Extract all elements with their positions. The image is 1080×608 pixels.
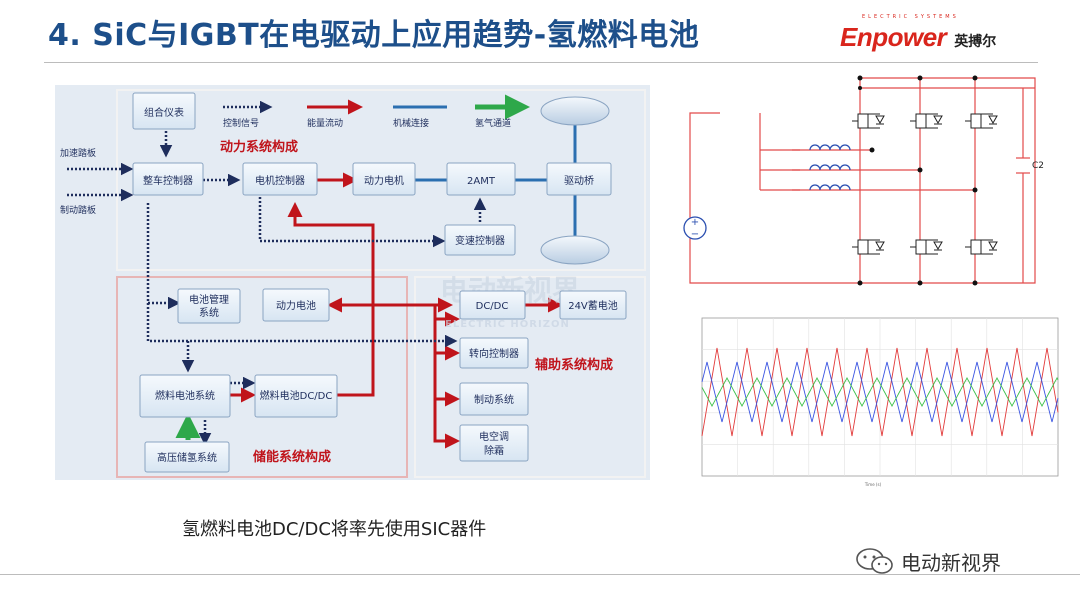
brand-logo: Enpower 英搏尔	[840, 22, 996, 53]
diagram-watermark-en: ELECTRIC HORIZON	[445, 319, 570, 330]
wheel-top	[540, 96, 610, 126]
power-frame	[116, 89, 646, 271]
svg-text:制动系统: 制动系统	[474, 393, 514, 406]
trace-green	[701, 377, 1059, 407]
block-steering: 转向控制器	[459, 337, 529, 369]
svg-text:整车控制器: 整车控制器	[143, 174, 193, 187]
svg-text:变速控制器: 变速控制器	[455, 234, 505, 247]
plot-x-title: Time (s)	[864, 482, 882, 487]
svg-text:电池管理系统: 电池管理系统	[189, 293, 229, 319]
header-divider	[44, 62, 1038, 63]
block-fcs: 燃料电池系统	[139, 374, 231, 418]
svg-text:动力电机: 动力电机	[364, 174, 404, 187]
figure-caption: 氢燃料电池DC/DC将率先使用SIC器件	[182, 519, 487, 540]
block-amt: 2AMT	[446, 162, 516, 196]
svg-text:高压储氢系统: 高压储氢系统	[157, 451, 217, 464]
legend-mechanical: 机械连接	[393, 117, 429, 129]
svg-text:电空调除霜: 电空调除霜	[479, 430, 509, 457]
svg-text:2AMT: 2AMT	[467, 176, 496, 187]
svg-text:转向控制器: 转向控制器	[469, 347, 519, 360]
trace-blue	[701, 361, 1059, 423]
block-brake: 制动系统	[459, 382, 529, 416]
inverter-circuit: + − C2	[683, 75, 1044, 286]
section-power: 动力系统构成	[220, 139, 298, 155]
block-hydrogen-tank: 高压储氢系统	[144, 441, 230, 473]
switch-array	[852, 113, 998, 255]
cap-label: C2	[1032, 161, 1044, 171]
block-bms: 电池管理系统	[177, 288, 241, 324]
svg-text:电机控制器: 电机控制器	[255, 174, 305, 187]
block-ac: 电空调除霜	[459, 424, 529, 462]
block-fcdcdc: 燃料电池DC/DC	[254, 374, 338, 418]
storage-frame	[116, 276, 408, 478]
block-axle: 驱动桥	[546, 162, 612, 196]
svg-text:动力电池: 动力电池	[276, 299, 316, 312]
svg-text:燃料电池系统: 燃料电池系统	[155, 389, 215, 402]
svg-text:组合仪表: 组合仪表	[144, 106, 184, 119]
svg-text:24V蓄电池: 24V蓄电池	[568, 299, 618, 312]
logo-wordmark: Enpower	[840, 22, 947, 52]
inductors	[809, 144, 851, 191]
wheel-bottom	[540, 235, 610, 265]
page-title: 4. SiC与IGBT在电驱动上应用趋势-氢燃料电池	[48, 18, 700, 53]
section-storage: 储能系统构成	[252, 449, 331, 465]
legend-hydrogen: 氢气通道	[475, 117, 511, 129]
section-aux: 辅助系统构成	[535, 357, 613, 373]
block-dcdc: DC/DC	[459, 290, 526, 320]
svg-text:−: −	[691, 229, 699, 240]
svg-text:DC/DC: DC/DC	[476, 301, 509, 312]
diagram-legend: 控制信号 能量流动 机械连接 氢气通道	[223, 94, 530, 129]
wechat-icon	[856, 548, 893, 574]
logo-chinese: 英搏尔	[954, 34, 997, 50]
svg-text:+: +	[691, 217, 699, 228]
block-dashboard: 组合仪表	[132, 92, 196, 130]
block-tcu: 变速控制器	[444, 224, 516, 256]
block-motor: 动力电机	[352, 162, 416, 196]
legend-energy: 能量流动	[307, 117, 343, 129]
footer-divider	[0, 574, 1080, 575]
block-battery24: 24V蓄电池	[559, 290, 627, 320]
logo-tagline: ELECTRIC SYSTEMS	[862, 14, 959, 20]
trace-red	[701, 347, 1059, 437]
input-accel: 加速踏板	[60, 147, 96, 159]
system-diagram: 控制信号 能量流动 机械连接 氢气通道 动力系统构成 储能系统构成 辅助系统构成…	[55, 85, 650, 480]
svg-text:燃料电池DC/DC: 燃料电池DC/DC	[260, 389, 333, 402]
svg-text:驱动桥: 驱动桥	[564, 175, 594, 187]
legend-control: 控制信号	[223, 117, 259, 129]
wechat-watermark: 电动新视界	[855, 546, 1001, 576]
watermark-text: 电动新视界	[901, 550, 1001, 575]
waveform-plot: Time (s)	[688, 310, 1063, 490]
aux-frame	[414, 276, 646, 478]
block-mcu: 电机控制器	[242, 162, 318, 196]
block-battery: 动力电池	[262, 288, 330, 322]
block-vcu: 整车控制器	[132, 162, 204, 196]
input-brake: 制动踏板	[60, 204, 96, 216]
dc-source: + −	[683, 216, 707, 240]
